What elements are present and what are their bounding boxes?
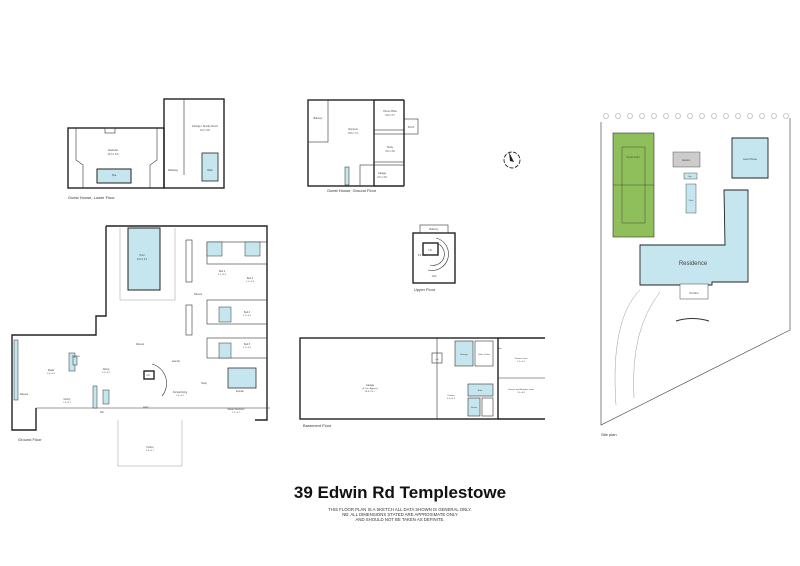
svg-text:Sauna: Sauna bbox=[471, 407, 478, 409]
svg-text:Bar: Bar bbox=[100, 411, 104, 414]
svg-text:Spa: Spa bbox=[688, 176, 692, 178]
disclaimer-line: AND SHOULD NOT BE TAKEN AS DEFINITE. bbox=[355, 517, 445, 522]
svg-text:Bed 5: Bed 5 bbox=[244, 344, 251, 346]
caption-basement: Basement Floor bbox=[303, 423, 332, 428]
svg-text:Lift: Lift bbox=[436, 358, 439, 361]
svg-text:Lift: Lift bbox=[146, 374, 149, 377]
svg-text:Pool: Pool bbox=[139, 254, 144, 257]
svg-text:Balcony: Balcony bbox=[314, 117, 324, 120]
svg-text:4.1 x 4.0: 4.1 x 4.0 bbox=[243, 347, 252, 349]
upper-floor-plan: Balcony Lift 8.2 x 6.8 Void bbox=[412, 224, 456, 284]
svg-text:( 8 Cars Approx ): ( 8 Cars Approx ) bbox=[362, 387, 379, 390]
disclaimer-line: NB: ALL DIMENSIONS STATED ARE APPROXIMAT… bbox=[342, 512, 458, 517]
svg-text:Pool: Pool bbox=[689, 200, 694, 202]
svg-text:Bar: Bar bbox=[498, 347, 502, 350]
svg-text:Cinema: Cinema bbox=[447, 395, 455, 397]
svg-text:Rumpus: Rumpus bbox=[348, 128, 358, 131]
caption-guest-lower: Guest House, Lower Floor bbox=[68, 195, 115, 200]
svg-text:5.1 x 3.8: 5.1 x 3.8 bbox=[246, 281, 255, 283]
svg-text:Alfresco: Alfresco bbox=[194, 293, 203, 296]
svg-text:Void: Void bbox=[432, 276, 437, 278]
svg-text:Laundry: Laundry bbox=[172, 360, 181, 363]
caption-site: Site plan bbox=[601, 432, 617, 437]
svg-text:Walkway: Walkway bbox=[168, 169, 179, 172]
svg-text:Theatre room: Theatre room bbox=[514, 357, 527, 360]
svg-text:7.6 x 6.7: 7.6 x 6.7 bbox=[63, 402, 72, 404]
svg-text:Study: Study bbox=[387, 146, 394, 149]
svg-text:Tennis Court: Tennis Court bbox=[626, 156, 640, 159]
svg-text:6.0 x 3.6: 6.0 x 3.6 bbox=[377, 176, 387, 179]
svg-text:Master Bedroom: Master Bedroom bbox=[228, 408, 245, 411]
caption-guest-ground: Guest House, Ground Floor bbox=[327, 188, 377, 193]
svg-text:Wine Cellar: Wine Cellar bbox=[478, 353, 490, 356]
svg-text:10.0 x 4.0: 10.0 x 4.0 bbox=[137, 259, 148, 261]
ground-floor-plan: Pool 10.0 x 4.0 Alfresco Alfresco Alfres… bbox=[11, 225, 270, 467]
svg-text:Change / Sundry Room: Change / Sundry Room bbox=[192, 125, 218, 128]
svg-text:Alfresco: Alfresco bbox=[136, 343, 145, 346]
svg-text:Lift: Lift bbox=[428, 249, 432, 252]
svg-text:Garage: Garage bbox=[366, 384, 375, 387]
guest-house-ground-floor-plan: Balcony Rumpus 8.8 x 7.4 Home Office 3.6… bbox=[307, 99, 419, 187]
svg-text:Kitchen: Kitchen bbox=[72, 355, 80, 358]
svg-text:Formal Dining: Formal Dining bbox=[173, 391, 188, 394]
svg-text:6.8 x 4.7: 6.8 x 4.7 bbox=[146, 450, 155, 452]
svg-text:Bath: Bath bbox=[478, 389, 483, 392]
svg-text:Study: Study bbox=[201, 382, 208, 385]
svg-text:Porch: Porch bbox=[408, 126, 415, 129]
svg-text:Storage: Storage bbox=[460, 353, 468, 356]
svg-text:3.6 x 3.6: 3.6 x 3.6 bbox=[385, 150, 395, 153]
guest-lower-gazebo-label: Gazebo bbox=[108, 148, 119, 152]
svg-text:Bed 4: Bed 4 bbox=[244, 312, 251, 314]
svg-text:Entry: Entry bbox=[143, 406, 149, 409]
caption-ground: Ground Floor bbox=[18, 437, 42, 442]
property-title: 39 Edwin Rd Templestowe bbox=[293, 483, 507, 502]
svg-text:10.0 x 6.0: 10.0 x 6.0 bbox=[108, 153, 120, 156]
svg-text:4.1 x 4.0: 4.1 x 4.0 bbox=[243, 315, 252, 317]
svg-text:Dining: Dining bbox=[103, 369, 110, 371]
svg-text:Balcony: Balcony bbox=[430, 228, 440, 231]
disclaimer: THIS FLOOR PLAN IS A SKETCH ALL DATA SHO… bbox=[0, 507, 800, 522]
svg-text:Bed 3: Bed 3 bbox=[247, 278, 254, 280]
svg-text:7.0 x 5.0: 7.0 x 5.0 bbox=[517, 361, 526, 363]
svg-text:Games and Rumpus room: Games and Rumpus room bbox=[508, 388, 534, 391]
svg-text:8.2 x 6.8: 8.2 x 6.8 bbox=[418, 255, 428, 257]
svg-text:Bath: Bath bbox=[207, 169, 213, 172]
svg-text:Home Office: Home Office bbox=[383, 110, 397, 113]
svg-text:4.1 x 3.8: 4.1 x 3.8 bbox=[218, 274, 227, 276]
svg-text:Guest House: Guest House bbox=[743, 158, 758, 161]
svg-text:Garage: Garage bbox=[378, 172, 387, 175]
svg-text:5.7 x 4.2: 5.7 x 4.2 bbox=[232, 412, 241, 414]
guest-house-lower-floor-plan: Gazebo 10.0 x 6.0 Spa Walkway Change / S… bbox=[67, 98, 225, 189]
svg-text:Family: Family bbox=[64, 399, 72, 401]
svg-text:6.2 x 4.2: 6.2 x 4.2 bbox=[102, 372, 111, 374]
svg-text:18.4 x 11.7: 18.4 x 11.7 bbox=[365, 391, 376, 393]
svg-text:6.0 x 4.3: 6.0 x 4.3 bbox=[447, 398, 456, 400]
svg-text:Meals: Meals bbox=[48, 370, 55, 372]
basement-floor-plan: Garage ( 8 Cars Approx ) 18.4 x 11.7 Lif… bbox=[299, 337, 545, 420]
svg-text:7.0 x 6.0: 7.0 x 6.0 bbox=[517, 392, 526, 394]
svg-text:Alfresco: Alfresco bbox=[20, 393, 29, 396]
svg-text:3.6 x 3.7: 3.6 x 3.7 bbox=[385, 114, 395, 117]
site-plan: Tennis Court Gazebo Spa Pool Guest House… bbox=[600, 113, 791, 426]
svg-text:8.8 x 7.4: 8.8 x 7.4 bbox=[348, 132, 358, 135]
svg-text:Portico: Portico bbox=[146, 446, 154, 449]
svg-text:Gazebo: Gazebo bbox=[682, 159, 691, 162]
svg-text:7.4 x 4.3: 7.4 x 4.3 bbox=[176, 395, 185, 397]
svg-text:Spa: Spa bbox=[112, 174, 117, 177]
svg-text:6.0 x 3.8: 6.0 x 3.8 bbox=[200, 129, 210, 132]
svg-text:Residence: Residence bbox=[679, 261, 708, 267]
svg-text:Bed 2: Bed 2 bbox=[219, 271, 226, 273]
svg-text:Portico: Portico bbox=[689, 291, 699, 295]
north-arrow-icon bbox=[503, 151, 521, 169]
svg-text:6.0 x 4.3: 6.0 x 4.3 bbox=[47, 373, 56, 375]
disclaimer-line: THIS FLOOR PLAN IS A SKETCH ALL DATA SHO… bbox=[328, 507, 472, 512]
svg-text:Ensuite: Ensuite bbox=[236, 390, 244, 393]
caption-upper: Upper Floor bbox=[414, 287, 436, 292]
